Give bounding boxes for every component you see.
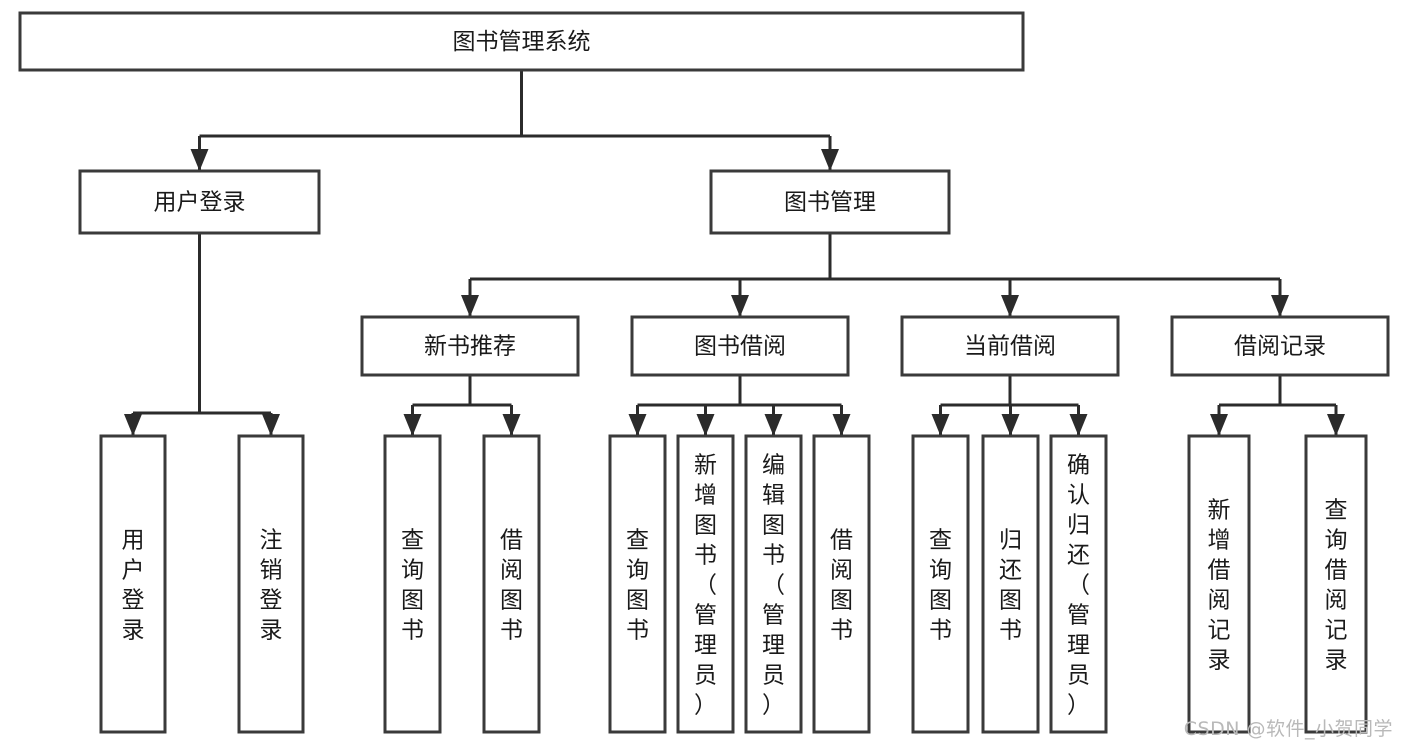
node-box-leaf-confirm-return[interactable]	[1049, 434, 1108, 734]
node-leaf-query-book-1[interactable]: 查询图书	[383, 434, 442, 734]
arrow-head-icon	[696, 414, 715, 436]
arrow-head-icon	[1210, 414, 1228, 436]
arrow-head-icon	[832, 414, 851, 436]
node-current[interactable]: 当前借阅	[900, 315, 1120, 377]
node-leaf-borrow-book-1[interactable]: 借阅图书	[482, 434, 541, 734]
node-label-current: 当前借阅	[964, 334, 1056, 360]
node-box-leaf-edit-book[interactable]	[744, 434, 803, 734]
node-box-root[interactable]	[18, 11, 1025, 72]
arrow-head-icon	[1069, 414, 1088, 436]
node-bookmgmt[interactable]: 图书管理	[709, 169, 951, 235]
node-label-leaf-borrow-book-1: 借阅图书	[500, 527, 523, 643]
node-label-leaf-user-logout: 注销登录	[260, 527, 283, 643]
watermark-label: CSDN @软件_小贺同学	[1183, 718, 1393, 740]
arrow-head-icon	[190, 149, 209, 171]
node-box-leaf-query-record[interactable]	[1304, 434, 1368, 734]
node-boxes-layer: 图书管理系统用户登录图书管理新书推荐图书借阅当前借阅借阅记录用户登录注销登录查询…	[18, 11, 1390, 734]
node-leaf-return-book[interactable]: 归还图书	[981, 434, 1040, 734]
node-box-leaf-query-book-3[interactable]	[911, 434, 970, 734]
node-leaf-user-logout[interactable]: 注销登录	[237, 434, 305, 734]
node-leaf-user-login[interactable]: 用户登录	[99, 434, 167, 734]
node-leaf-add-record[interactable]: 新增借阅记录	[1187, 434, 1251, 734]
arrow-head-icon	[262, 414, 280, 436]
arrow-head-icon	[731, 295, 749, 317]
node-label-leaf-query-book-1: 查询图书	[401, 527, 424, 643]
node-box-leaf-user-logout[interactable]	[237, 434, 305, 734]
arrow-head-icon	[1271, 295, 1289, 317]
arrow-head-icon	[628, 414, 647, 436]
node-label-root: 图书管理系统	[453, 29, 591, 55]
arrow-head-icon	[1001, 295, 1019, 317]
node-label-leaf-query-book-2: 查询图书	[626, 527, 649, 643]
node-box-leaf-borrow-book-1[interactable]	[482, 434, 541, 734]
arrow-head-icon	[931, 414, 950, 436]
node-box-newbook[interactable]	[360, 315, 580, 377]
node-leaf-add-book[interactable]: 新增图书（管理员）	[676, 434, 735, 734]
node-leaf-edit-book[interactable]: 编辑图书（管理员）	[744, 434, 803, 734]
arrow-head-icon	[1001, 414, 1020, 436]
node-leaf-borrow-book-2[interactable]: 借阅图书	[812, 434, 871, 734]
node-box-login[interactable]	[78, 169, 321, 235]
node-label-newbook: 新书推荐	[424, 334, 516, 360]
node-label-records: 借阅记录	[1234, 334, 1326, 360]
node-borrow[interactable]: 图书借阅	[630, 315, 850, 377]
node-root[interactable]: 图书管理系统	[18, 11, 1025, 72]
node-label-leaf-borrow-book-2: 借阅图书	[830, 527, 853, 643]
node-box-bookmgmt[interactable]	[709, 169, 951, 235]
node-box-leaf-return-book[interactable]	[981, 434, 1040, 734]
node-box-borrow[interactable]	[630, 315, 850, 377]
arrow-head-icon	[764, 414, 783, 436]
node-box-current[interactable]	[900, 315, 1120, 377]
node-label-bookmgmt: 图书管理	[784, 190, 876, 216]
arrow-head-icon	[502, 414, 521, 436]
node-newbook[interactable]: 新书推荐	[360, 315, 580, 377]
node-label-borrow: 图书借阅	[694, 334, 786, 360]
node-label-leaf-query-book-3: 查询图书	[929, 527, 952, 643]
arrow-head-icon	[821, 149, 839, 171]
node-leaf-query-book-3[interactable]: 查询图书	[911, 434, 970, 734]
node-records[interactable]: 借阅记录	[1170, 315, 1390, 377]
node-label-leaf-confirm-return: 确认归还（管理员）	[1067, 452, 1090, 718]
node-leaf-confirm-return[interactable]: 确认归还（管理员）	[1049, 434, 1108, 734]
arrow-head-icon	[461, 295, 479, 317]
node-label-leaf-return-book: 归还图书	[999, 527, 1022, 643]
node-box-leaf-borrow-book-2[interactable]	[812, 434, 871, 734]
node-leaf-query-record[interactable]: 查询借阅记录	[1304, 434, 1368, 734]
node-label-leaf-edit-book: 编辑图书（管理员）	[762, 452, 785, 718]
node-label-login: 用户登录	[154, 190, 246, 216]
node-login[interactable]: 用户登录	[78, 169, 321, 235]
arrow-head-icon	[1327, 414, 1345, 436]
node-box-leaf-query-book-1[interactable]	[383, 434, 442, 734]
node-label-leaf-add-book: 新增图书（管理员）	[694, 452, 717, 718]
node-box-records[interactable]	[1170, 315, 1390, 377]
node-label-leaf-add-record: 新增借阅记录	[1208, 497, 1231, 673]
arrow-head-icon	[403, 414, 422, 436]
node-box-leaf-user-login[interactable]	[99, 434, 167, 734]
node-leaf-query-book-2[interactable]: 查询图书	[608, 434, 667, 734]
node-label-leaf-query-record: 查询借阅记录	[1325, 497, 1348, 673]
arrow-head-icon	[124, 414, 142, 436]
node-box-leaf-add-book[interactable]	[676, 434, 735, 734]
node-box-leaf-query-book-2[interactable]	[608, 434, 667, 734]
connector-edges-layer	[124, 70, 1345, 436]
node-label-leaf-user-login: 用户登录	[122, 527, 145, 643]
node-box-leaf-add-record[interactable]	[1187, 434, 1251, 734]
